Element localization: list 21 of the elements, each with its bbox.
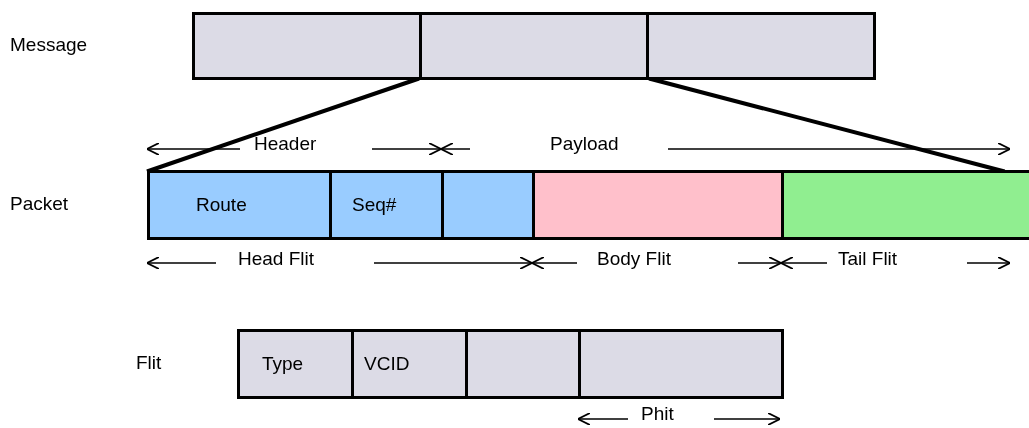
type-field: Type: [237, 329, 354, 399]
dimension-label: Header: [254, 133, 317, 155]
message-segment: [192, 12, 422, 80]
row-label: Packet: [10, 193, 69, 215]
row-label: Message: [10, 34, 88, 56]
body-flit-segment: [532, 170, 784, 240]
dimension-label: Payload: [550, 133, 619, 155]
tail-flit-segment: [781, 170, 1029, 240]
dimension-label: Head Flit: [238, 248, 315, 270]
row-label: Flit: [136, 352, 162, 374]
head-flit-segment: [441, 170, 535, 240]
flit-segment: [578, 329, 784, 399]
flit-segment: [465, 329, 581, 399]
dimension-label: Tail Flit: [838, 248, 898, 270]
dimension-label: Phit: [641, 403, 674, 425]
message-segment: [646, 12, 876, 80]
dimension-label: Body Flit: [597, 248, 671, 270]
route-field: Route: [147, 170, 332, 240]
sequence-field: Seq#: [329, 170, 444, 240]
message-segment: [419, 12, 649, 80]
vcid-field: VCID: [351, 329, 468, 399]
